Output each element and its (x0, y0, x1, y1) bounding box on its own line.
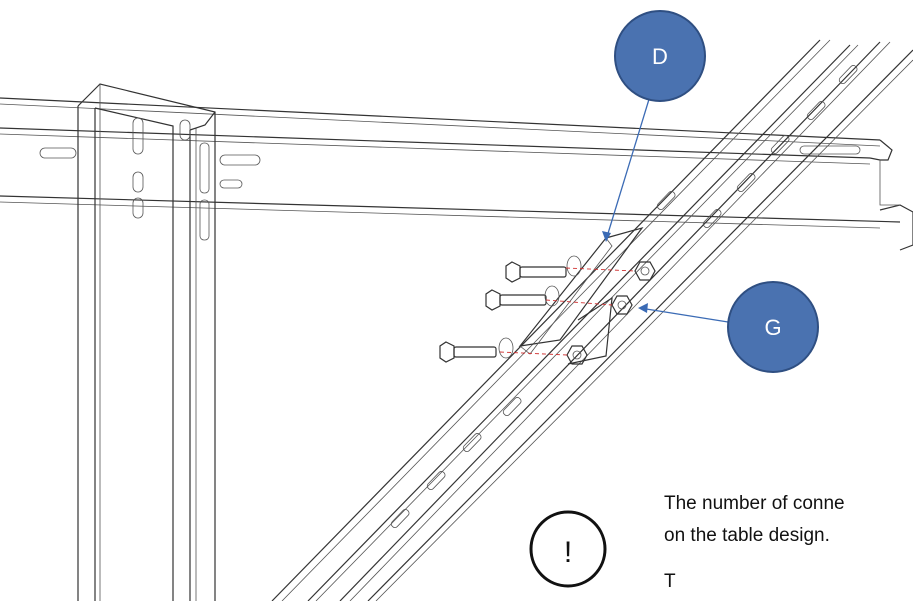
nut (634, 261, 656, 281)
callout-d-label: D (652, 44, 668, 69)
assembly-note: The number of conne on the table design.… (664, 488, 913, 598)
bolt (505, 261, 567, 283)
leader-line-g (639, 307, 729, 323)
note-line-1: The number of conne (664, 493, 845, 514)
note-line-2: on the table design. (664, 525, 830, 546)
leader-arrow-d (602, 231, 611, 242)
vertical-post (77, 83, 216, 601)
warning-icon: ! (529, 510, 607, 588)
leader-line-d (605, 95, 651, 241)
nut (566, 345, 588, 365)
horizontal-beam (0, 97, 913, 251)
note-line-3: T (664, 571, 676, 592)
diagonal-rail (271, 39, 913, 601)
bolt-axis-lines (499, 267, 636, 356)
warning-symbol: ! (564, 536, 572, 569)
callout-g: G (727, 281, 819, 373)
callout-g-label: G (764, 315, 781, 340)
callout-d: D (614, 10, 706, 102)
bolt (439, 341, 497, 363)
leader-arrow-g (638, 303, 648, 313)
nut (611, 295, 633, 315)
splice-plate (518, 226, 644, 365)
bolts (439, 255, 582, 363)
bolt (485, 289, 547, 311)
